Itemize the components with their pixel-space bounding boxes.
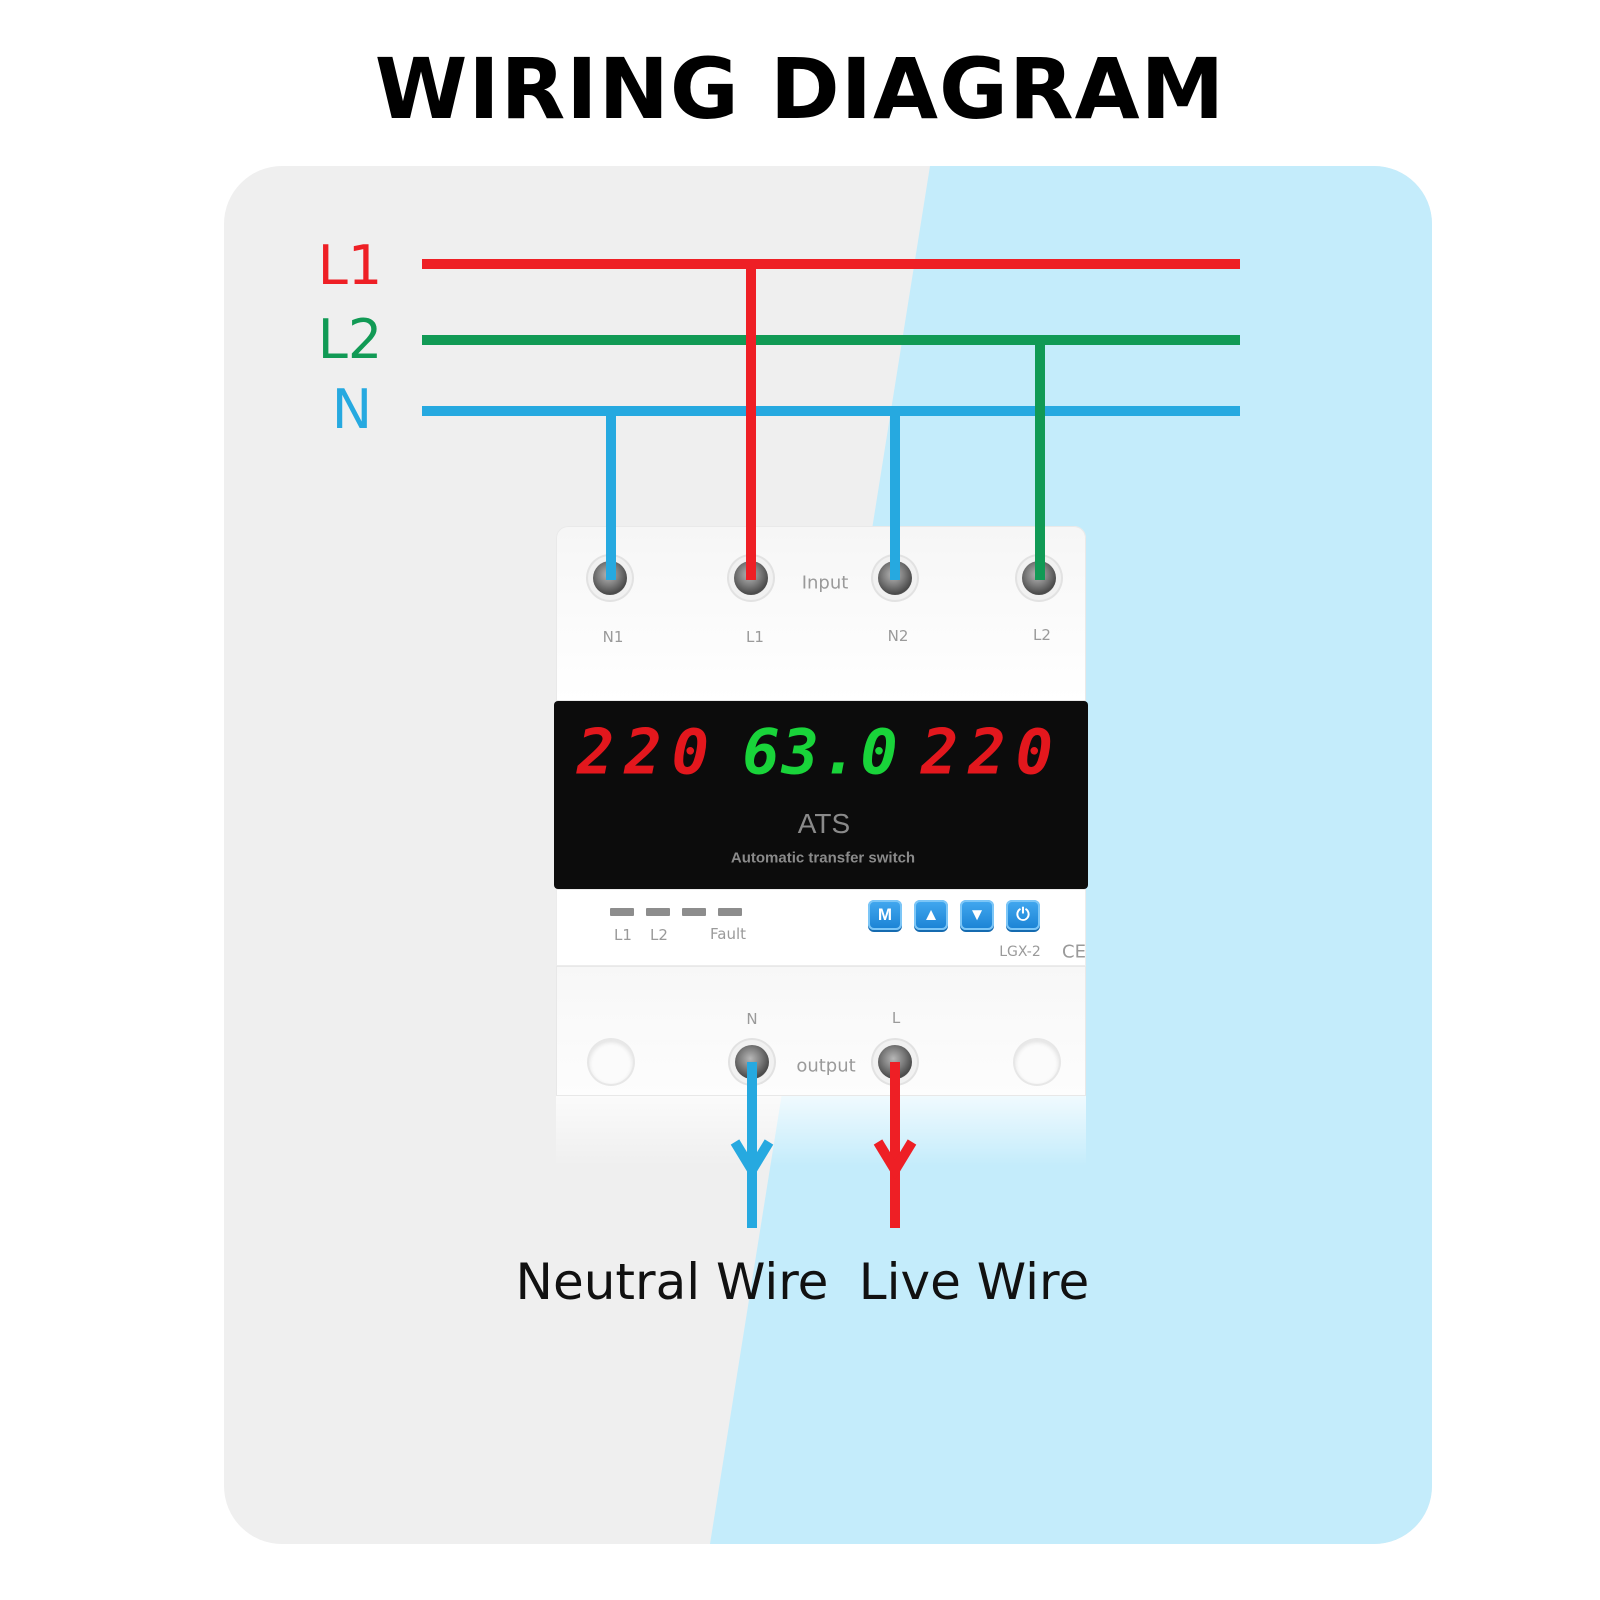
output-label-n: N <box>746 1010 758 1028</box>
led-extra <box>682 908 706 916</box>
device-output-section <box>556 966 1086 1096</box>
input-label: Input <box>801 572 849 594</box>
indicator-label-l1: L1 <box>614 926 632 944</box>
output-screw-l <box>878 1045 912 1079</box>
terminal-label-n1: N1 <box>602 628 624 646</box>
up-button[interactable]: ▲ <box>914 900 948 930</box>
terminal-screw-l1 <box>734 561 768 595</box>
ce-mark: CE <box>1062 941 1086 963</box>
indicator-label-l2: L2 <box>650 926 668 944</box>
down-button[interactable]: ▼ <box>960 900 994 930</box>
blank-terminal-left <box>589 1040 633 1084</box>
terminal-label-n2: N2 <box>887 627 909 645</box>
device-control-strip <box>556 889 1086 966</box>
output-label: output <box>796 1055 856 1077</box>
ats-device <box>554 526 1088 1096</box>
terminal-label-l1: L1 <box>746 628 764 646</box>
led-l2 <box>646 908 670 916</box>
bus-label-n: N <box>331 378 373 441</box>
model-label: LGX-2 <box>999 944 1041 960</box>
blank-terminal-right <box>1015 1040 1059 1084</box>
output-label-l: L <box>891 1009 901 1027</box>
terminal-label-l2: L2 <box>1033 626 1051 644</box>
display-right-voltage: 220 <box>921 715 1063 789</box>
device-reflection <box>556 1096 1086 1166</box>
live-wire-label: Live Wire <box>858 1253 1090 1311</box>
device-input-section <box>556 526 1086 701</box>
output-screw-n <box>735 1045 769 1079</box>
device-display <box>554 701 1088 889</box>
terminal-screw-n2 <box>878 561 912 595</box>
display-left-voltage: 220 <box>577 715 719 789</box>
led-fault <box>718 908 742 916</box>
display-center-value: 63.0 <box>742 715 900 789</box>
neutral-wire-label: Neutral Wire <box>515 1253 829 1311</box>
display-subtitle: Automatic transfer switch <box>730 849 916 867</box>
power-button[interactable]: ⏻ <box>1006 900 1040 930</box>
led-l1 <box>610 908 634 916</box>
indicator-label-fault: Fault <box>710 925 746 943</box>
terminal-screw-n1 <box>593 561 627 595</box>
menu-button[interactable]: M <box>868 900 902 930</box>
bus-label-l1: L1 <box>317 234 383 297</box>
diagram-title: WIRING DIAGRAM <box>374 40 1226 138</box>
bus-label-l2: L2 <box>317 308 383 371</box>
terminal-screw-l2 <box>1022 561 1056 595</box>
display-ats-label: ATS <box>797 808 851 839</box>
